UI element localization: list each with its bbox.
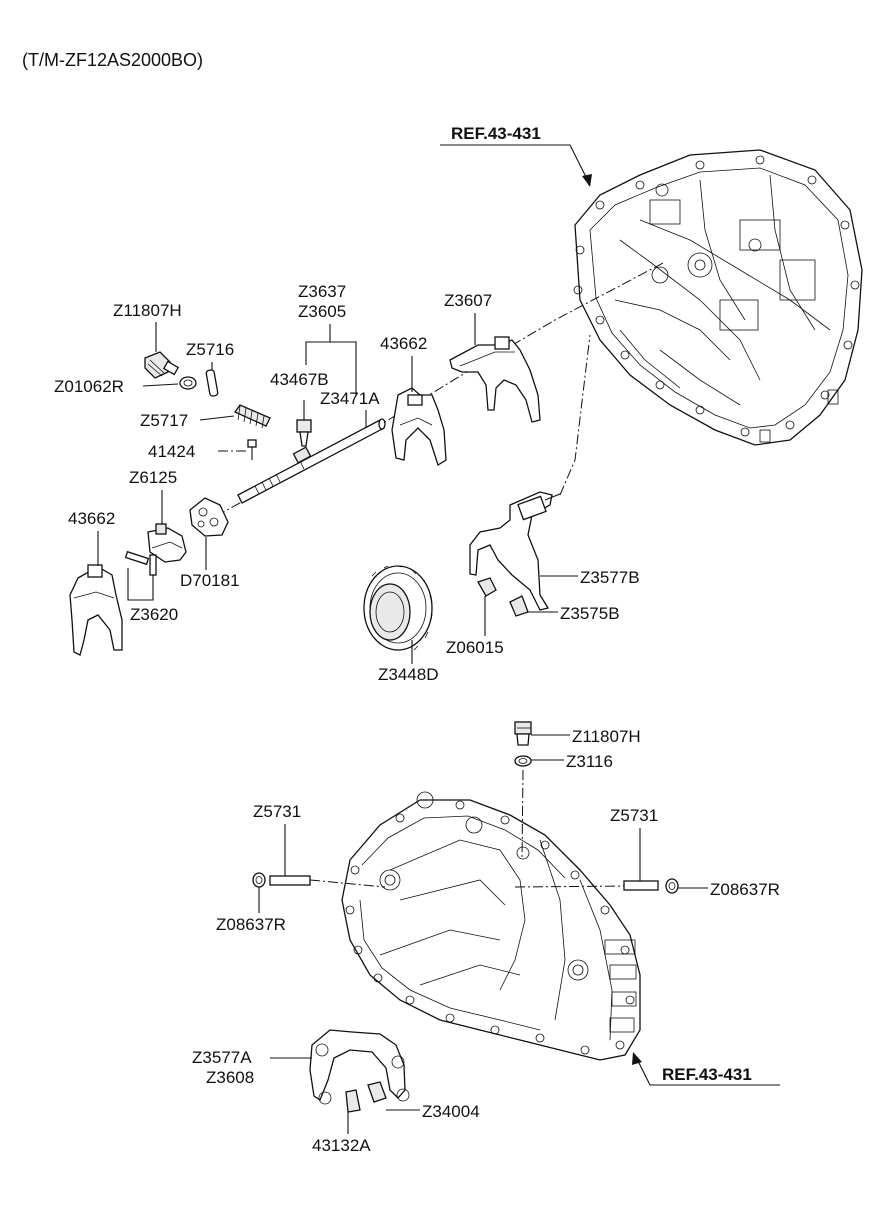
label-z3471a: Z3471A (320, 389, 380, 408)
label-43467b: 43467B (270, 370, 329, 389)
label-z5716: Z5716 (186, 340, 234, 359)
label-z3116: Z3116 (566, 752, 613, 771)
bolt-part-right (623, 878, 679, 894)
pad-part-z3575b (509, 595, 529, 617)
label-z11807h-top: Z11807H (113, 301, 182, 320)
transmission-housing-top (573, 149, 863, 446)
shift-fork-z3607 (449, 336, 541, 423)
pin-part-z3620 (124, 550, 157, 576)
interlock-part (147, 523, 187, 563)
model-header: (T/M-ZF12AS2000BO) (22, 50, 203, 70)
plate-part (189, 497, 229, 537)
synchro-ring-part (363, 565, 433, 651)
label-z3577b: Z3577B (580, 568, 640, 587)
shift-rod-part (237, 418, 386, 504)
label-z3608: Z3608 (206, 1068, 254, 1087)
label-z5731-right: Z5731 (610, 806, 658, 825)
pin-part (205, 369, 219, 397)
label-z3637: Z3637 (298, 282, 346, 301)
washer-part (514, 755, 532, 767)
label-z08637r-right: Z08637R (710, 880, 780, 899)
label-z11807h-bottom: Z11807H (572, 727, 641, 746)
spring-part (234, 404, 271, 429)
label-d70181: D70181 (180, 571, 240, 590)
sensor-part-bottom (514, 721, 532, 746)
label-43132a: 43132A (312, 1136, 371, 1155)
label-43662-left: 43662 (68, 509, 115, 528)
bolt-part-41424 (247, 439, 257, 460)
o-ring-part (179, 376, 197, 390)
shift-fork-left (69, 564, 123, 656)
label-43662-mid: 43662 (380, 334, 427, 353)
label-z3448d: Z3448D (378, 665, 438, 684)
label-z08637r-left: Z08637R (216, 915, 286, 934)
shift-fork-mid (391, 387, 447, 466)
label-z01062r: Z01062R (54, 377, 124, 396)
ref-label-bottom: REF.43-431 (662, 1065, 752, 1084)
transmission-housing-bottom (341, 791, 641, 1061)
label-z6125: Z6125 (129, 468, 177, 487)
bolt-part-left (252, 872, 311, 888)
pad-part-43132a (345, 1089, 361, 1113)
pad-part-z06015 (477, 577, 497, 597)
label-z06015: Z06015 (446, 638, 504, 657)
label-z5717: Z5717 (140, 411, 188, 430)
pad-part-z34004 (367, 1081, 387, 1103)
label-z3575b: Z3575B (560, 604, 620, 623)
label-41424: 41424 (148, 442, 195, 461)
shift-fork-z3577b (469, 491, 561, 611)
label-z34004: Z34004 (422, 1102, 480, 1121)
label-z3577a: Z3577A (192, 1048, 252, 1067)
ref-label-top: REF.43-431 (451, 124, 541, 143)
label-z3607: Z3607 (444, 291, 492, 310)
label-z5731-left: Z5731 (253, 802, 301, 821)
sensor-part (144, 351, 180, 379)
shift-bracket-part (309, 1029, 410, 1105)
label-z3620: Z3620 (130, 605, 178, 624)
detent-part (296, 400, 312, 447)
label-z3605: Z3605 (298, 302, 346, 321)
